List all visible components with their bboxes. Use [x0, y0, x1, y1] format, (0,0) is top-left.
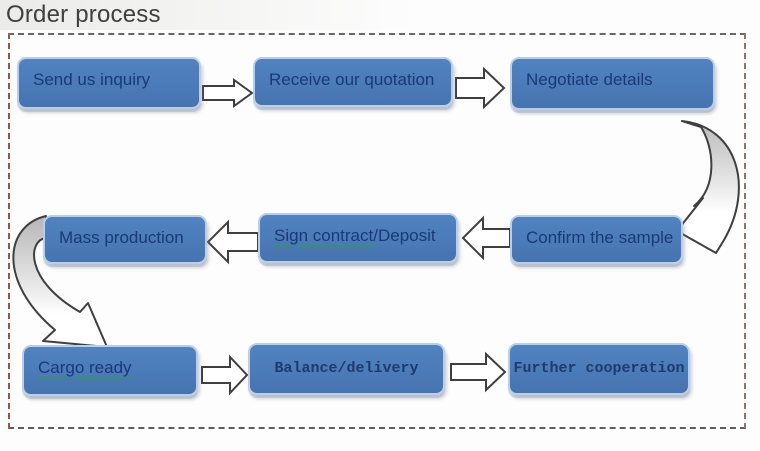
flow-node-balance-delivery: Balance/delivery — [248, 343, 445, 395]
dashed-frame — [8, 33, 746, 429]
flow-node-negotiate-details: Negotiate details — [510, 57, 715, 110]
flow-node-label: Receive our quotation — [269, 70, 435, 89]
flow-node-label: Send us inquiry — [33, 70, 151, 89]
flow-node-further-cooperation: Further cooperation — [508, 343, 690, 395]
flow-node-label: Further cooperation — [513, 360, 685, 377]
flow-node-cargo-ready: Cargo ready — [22, 345, 198, 396]
flow-node-label: Balance/delivery — [274, 360, 419, 377]
flow-node-label: Mass production — [59, 228, 184, 247]
flow-node-label-suffix: /Deposit — [373, 226, 436, 245]
flow-node-confirm-the-sample: Confirm the sample — [510, 215, 683, 264]
diagram-title: Order process — [6, 1, 161, 28]
spellchecked-text: Sign contract — [274, 226, 374, 245]
flow-node-mass-production: Mass production — [43, 215, 207, 264]
flow-node-label: Sign contract/Deposit — [260, 215, 440, 246]
flow-node-send-us-inquiry: Send us inquiry — [17, 57, 201, 109]
flow-node-label: Confirm the sample — [526, 228, 674, 247]
flow-node-sign-contract-deposit: Sign contract/Deposit — [258, 213, 458, 263]
flow-node-label: Cargo ready — [38, 358, 132, 377]
top-background-wash — [0, 0, 760, 30]
flow-node-label: Negotiate details — [526, 70, 653, 89]
flow-node-receive-our-quotation: Receive our quotation — [253, 57, 453, 107]
